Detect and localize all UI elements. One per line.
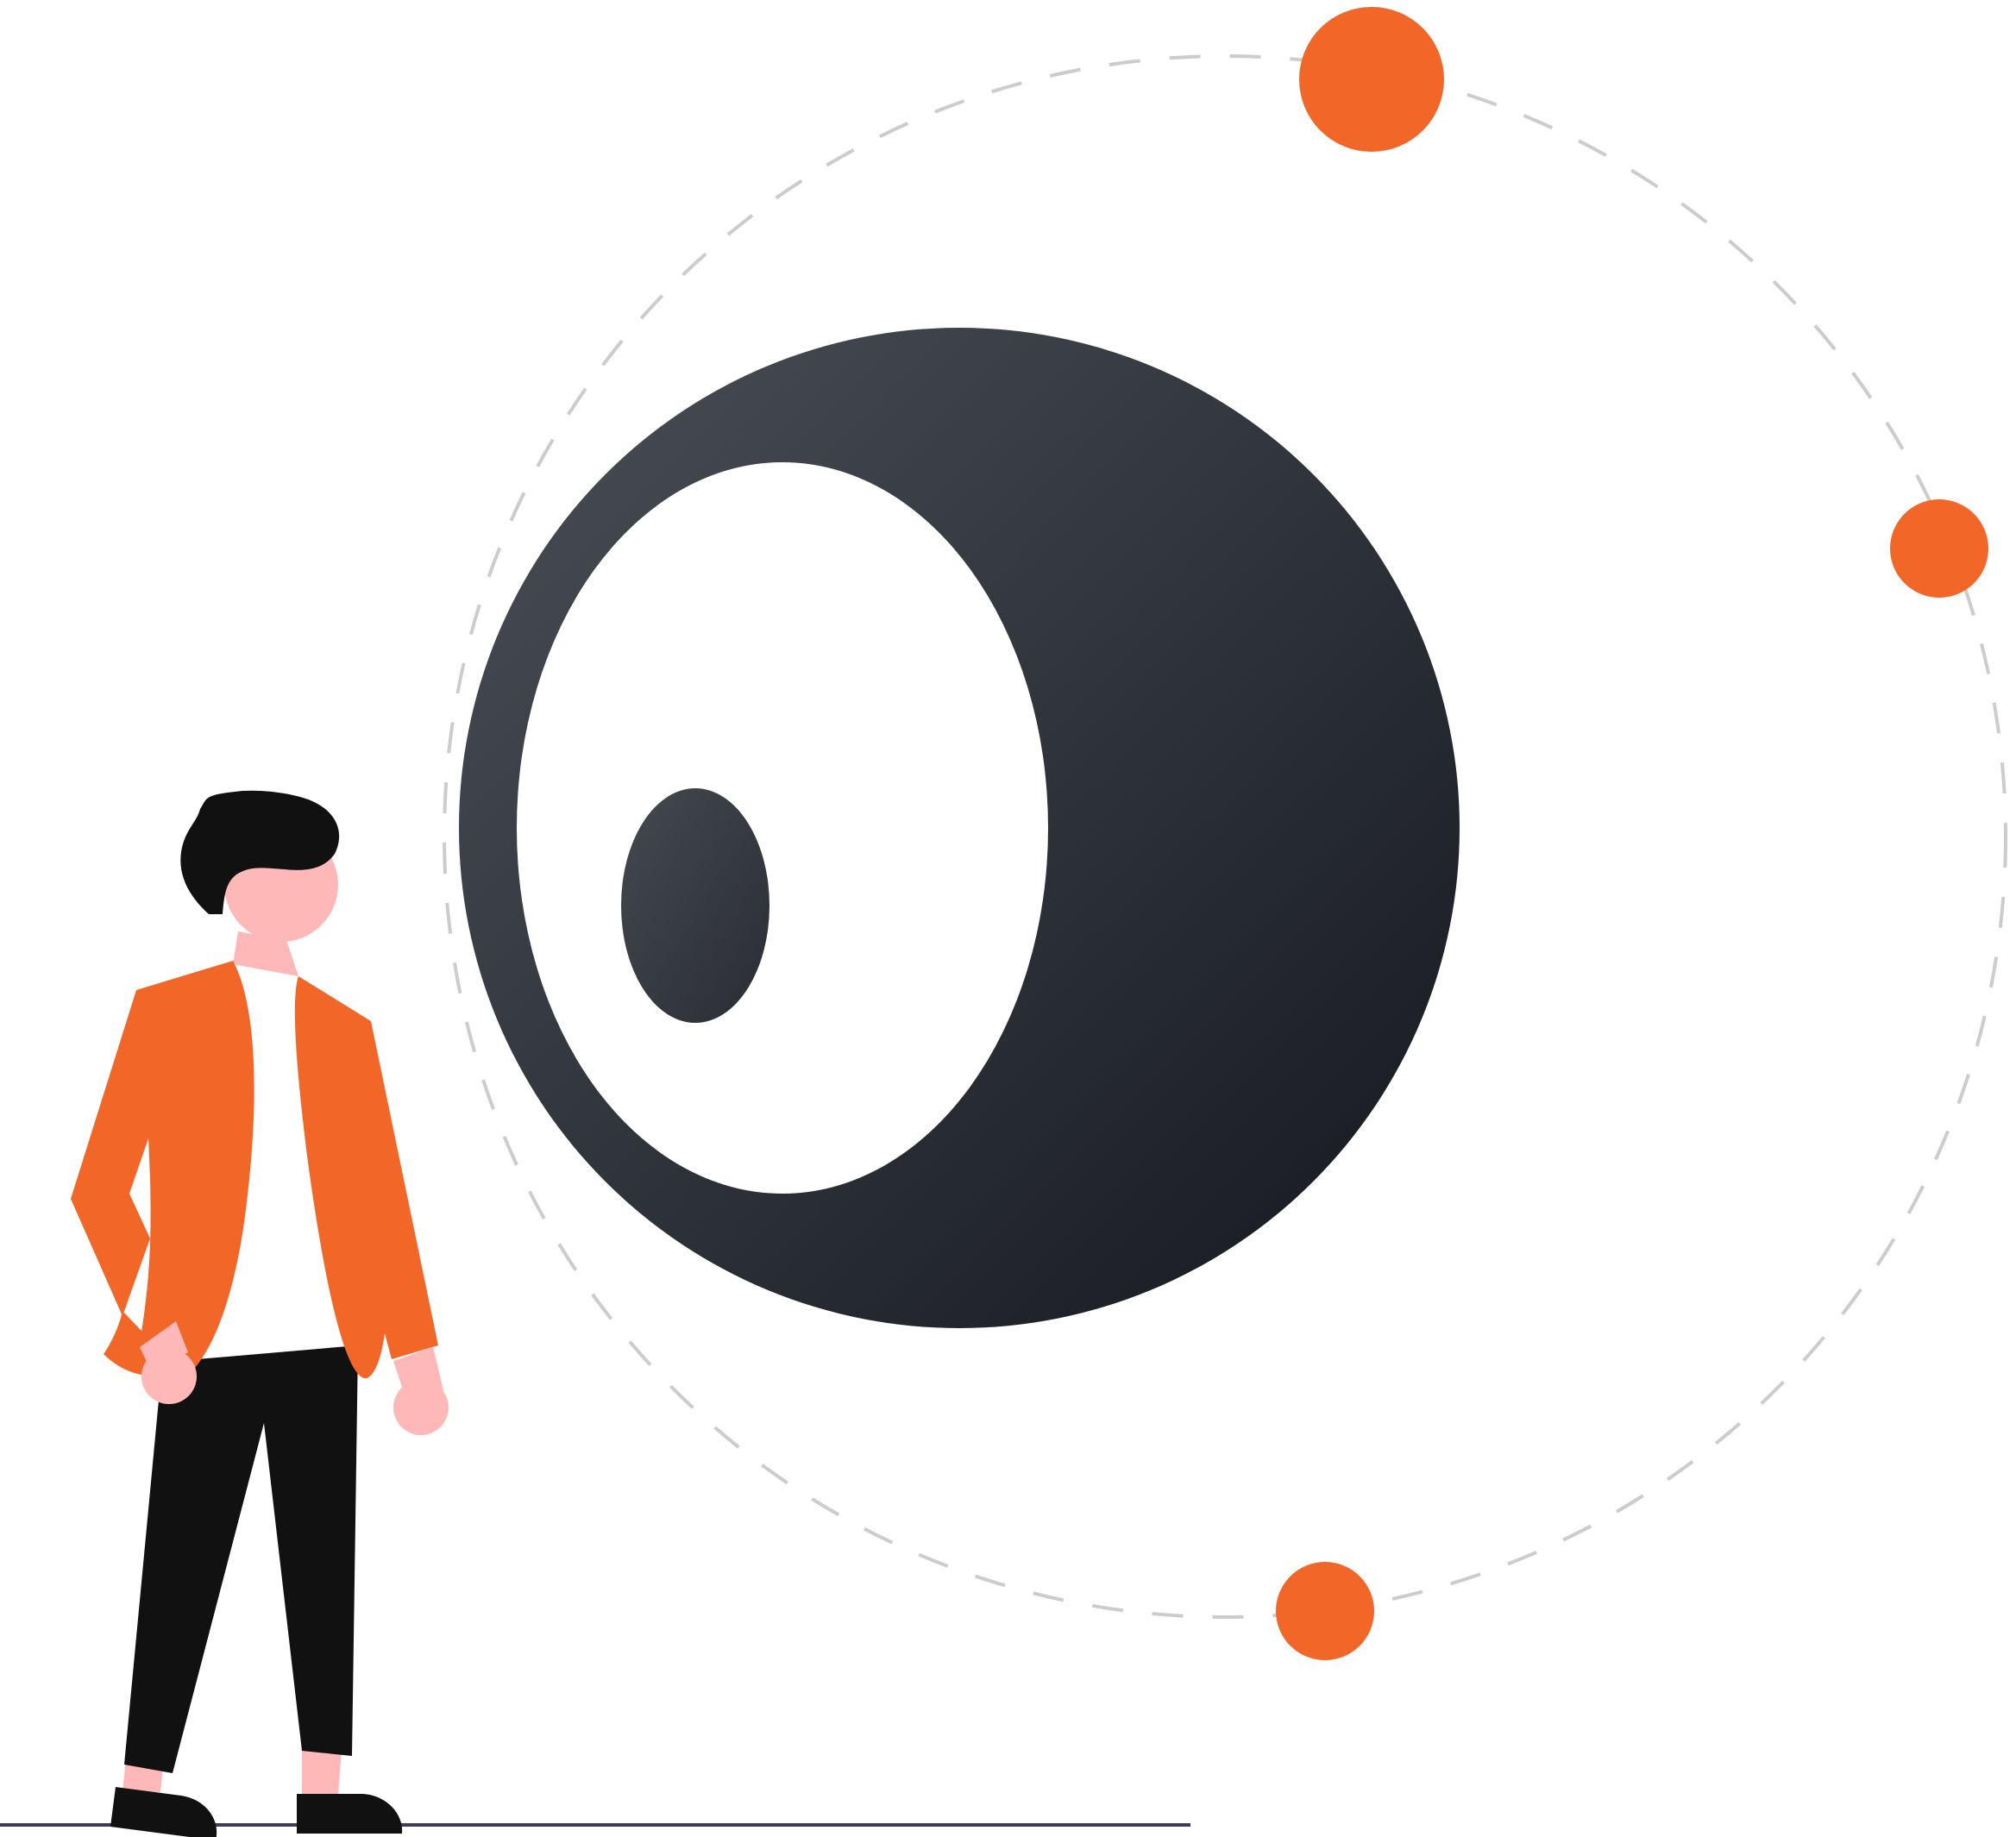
hair: [180, 790, 340, 914]
eye-pupil: [621, 788, 769, 1023]
person-figure-icon: [71, 790, 449, 1837]
left-shoe: [110, 1787, 217, 1837]
pants: [124, 1345, 358, 1773]
eye-logo-icon: [459, 328, 1460, 1328]
orbit-planet-icon: [1890, 499, 1988, 598]
right-shoe: [297, 1794, 403, 1834]
neck: [233, 931, 298, 976]
right-wrist: [393, 1347, 443, 1397]
right-ankle: [302, 1749, 342, 1796]
jacket-left: [71, 961, 254, 1387]
eye-white: [517, 462, 1048, 1194]
jacket-right: [294, 976, 438, 1379]
left-wrist: [140, 1321, 188, 1373]
orbit-planet-icon: [1299, 7, 1444, 152]
orbit-ring: [443, 54, 2007, 1619]
orbit-planet-icon: [1276, 1562, 1374, 1660]
